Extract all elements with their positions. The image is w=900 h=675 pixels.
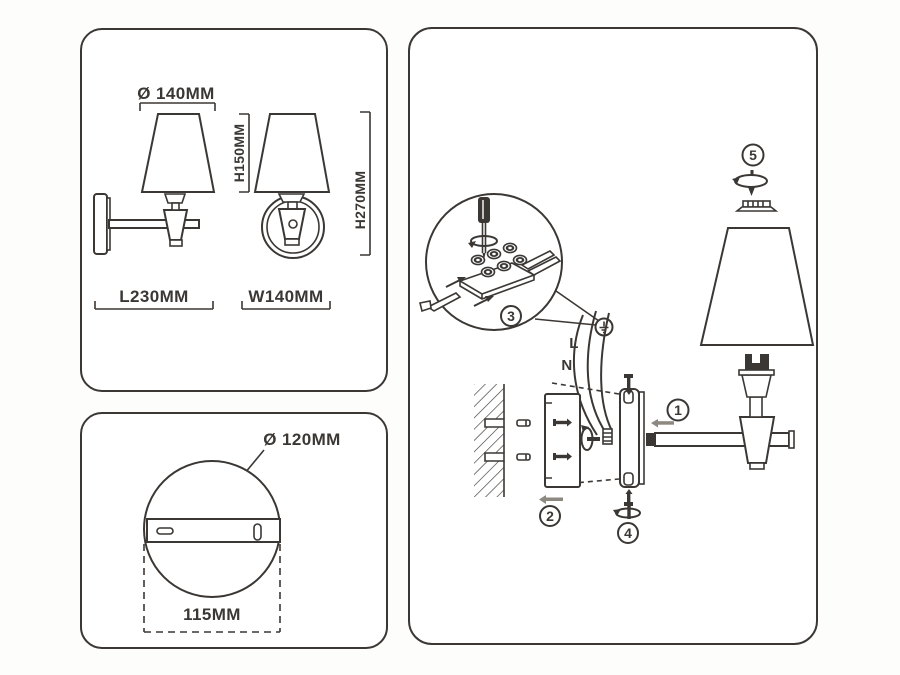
terminal-block [419,242,562,313]
candle-holder-side [162,209,189,241]
arm-end-cap [646,433,655,446]
plate-screw-bottom [553,452,572,461]
step-2-badge: 2 [539,505,561,527]
holder-foot-side [169,239,183,247]
mounting-plate [544,382,620,488]
screw-rotation-icon-bottom [613,503,641,519]
detail-wires [419,250,562,313]
step-3-number: 3 [507,308,515,324]
shade-side [140,113,216,193]
shade-height-dimension: H150MM [231,113,250,193]
step-2-arrow [539,495,563,504]
socket-stem-side [171,202,180,211]
socket-cup-front [277,193,306,203]
socket-rim [738,369,775,376]
arm-right-cap [788,430,795,449]
switch-dot [288,219,298,229]
ground-screw-icon [594,317,614,337]
step-1-badge: 1 [666,398,690,422]
shade-diameter-dimension: Ø 140MM [137,84,216,111]
installation-panel: 3 L N [408,27,818,645]
base-plate-front-view [143,460,281,598]
wall-hole-top [484,418,505,428]
base-drawing: Ø 120MM 115MM [143,430,340,633]
mounting-distance-label: 115MM [183,605,241,624]
bracket-screw-top [624,374,633,395]
screw-rotation-icon [580,425,600,451]
wire-live-label: L [569,335,579,352]
step-1-arrow [651,419,674,428]
candle-holder [738,416,776,464]
shade-front [253,113,331,193]
total-height-dimension: H270MM [352,111,371,256]
socket-cup-side [163,193,187,204]
shade-diameter-label: Ø 140MM [137,84,214,103]
lamp-arm-assembly [646,354,795,470]
step-5-number: 5 [749,147,757,163]
wire-ferrule [419,300,432,313]
shade-height-label: H150MM [231,124,247,183]
mounting-bar [146,518,281,543]
rotate-arrowhead [468,241,476,248]
step-5-badge: 5 [741,143,765,167]
wall-plate-side [93,193,108,255]
terminal-screws [470,242,528,278]
insert-direction-arrows [445,277,494,307]
total-length-dimension: L230MM [94,287,214,310]
total-width-dimension: W140MM [241,287,331,310]
step-1-number: 1 [674,402,682,418]
shade-ring-icon [734,200,779,212]
finial-icon [732,170,768,196]
installation-drawing: 3 L N [419,143,815,544]
mounting-slot-vertical [253,523,262,541]
holder-neck [749,396,763,418]
wiring-detail-callout: 3 [419,193,600,331]
bracket-slot-bottom [623,472,634,486]
wire-terminal [602,428,613,445]
base-diameter-label: Ø 120MM [263,430,340,449]
lamp-shade [699,227,815,346]
wire-neutral-label: N [561,357,572,374]
lamp-side-view [93,113,216,255]
screwdriver-icon [468,197,498,260]
step-4-number: 4 [624,525,632,541]
mounting-distance-dimension: 115MM [143,544,281,633]
mounting-slot-horizontal [156,527,174,535]
holder-foot [749,462,765,470]
socket-cup [740,374,773,398]
lamp-front-view [253,113,331,259]
callout-leader-lines [534,290,600,326]
supply-wires: L N [561,310,613,445]
arm-side [108,219,200,229]
socket-notch [752,354,760,363]
base-panel: Ø 120MM 115MM [80,412,388,649]
step-2-number: 2 [546,508,554,524]
holder-foot-front [284,238,300,246]
bracket-screw-bottom [624,489,633,506]
wall-anchors [516,419,531,461]
total-width-label: W140MM [248,287,323,306]
plate-screw-top [553,418,572,427]
wall-section [474,384,505,497]
dimensions-drawing: Ø 140MM H150MM [93,84,371,310]
total-length-label: L230MM [119,287,188,306]
total-height-label: H270MM [352,171,368,230]
step-3-badge: 3 [500,305,522,327]
dimensions-panel: Ø 140MM H150MM [80,28,388,392]
step-4-badge: 4 [617,522,639,544]
wall-bracket [619,388,645,488]
wall-hole-bottom [484,452,505,462]
